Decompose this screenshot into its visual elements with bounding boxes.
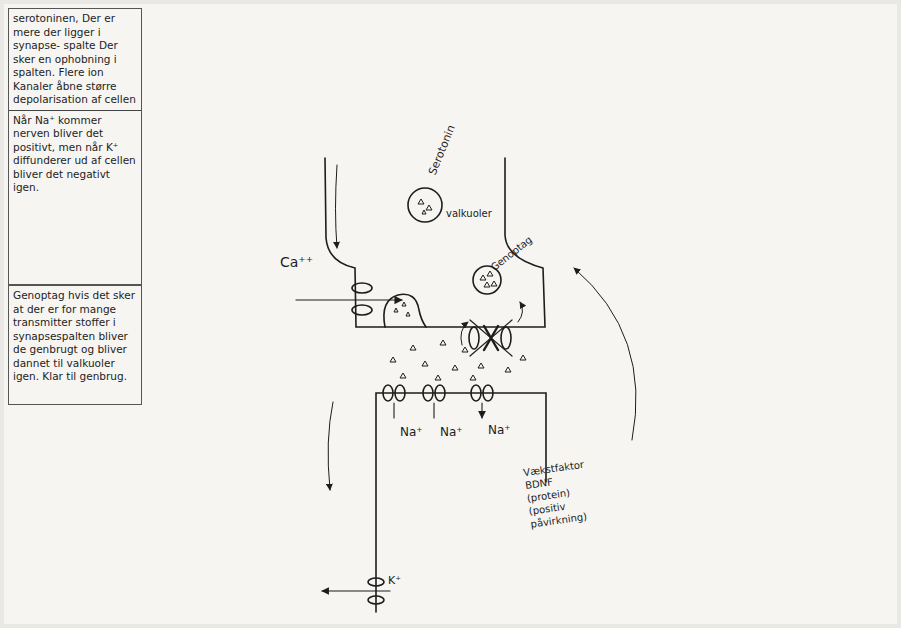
calcium-channel: [352, 283, 372, 293]
calcium-channel: [352, 305, 372, 315]
serotonin-molecule: [418, 199, 432, 214]
note-text: Genoptag hvis det sker at der er for man…: [9, 286, 141, 387]
sodium-channel: [483, 385, 493, 401]
reuptake-transporter: [501, 327, 511, 349]
presynaptic-terminal: [325, 158, 545, 327]
note-text: Når Na⁺ kommer nerven bliver det positiv…: [9, 111, 141, 198]
bdnf-arrow: [574, 268, 636, 440]
serotonin-molecule: [390, 340, 526, 380]
note-box: Genoptag hvis det sker at der er for man…: [8, 285, 142, 405]
annotation-label: Na⁺: [440, 426, 463, 439]
annotation-label: Na⁺: [400, 426, 423, 439]
annotation-label: Genoptag: [488, 233, 535, 273]
reuptake-arrow: [461, 322, 468, 345]
postsynaptic-membrane: [376, 393, 546, 612]
serotonin-molecule: [480, 271, 497, 287]
annotation-label: K⁺: [388, 574, 401, 587]
note-box: serotoninen, Der er mere der ligger i sy…: [8, 8, 142, 285]
calcium-arrow: [296, 299, 402, 300]
sodium-arrow: [394, 403, 482, 418]
blocked-cross: [470, 320, 512, 356]
potassium-channel: [368, 578, 384, 586]
reuptake-arrow: [518, 302, 523, 322]
annotation-label: valkuoler: [446, 207, 492, 220]
signal-arrow: [336, 165, 338, 248]
annotation-label: Vækstfaktor BDNF (protein) (positiv påvi…: [522, 457, 596, 531]
annotation-label: Serotonin: [426, 123, 458, 177]
serotonin-molecule: [394, 302, 410, 316]
potassium-channel: [368, 596, 384, 604]
fusing-vesicle: [384, 294, 426, 327]
vesicle: [408, 188, 442, 222]
sodium-channel: [435, 385, 445, 401]
sodium-channel: [383, 385, 393, 401]
serotonin-molecules: [390, 199, 526, 380]
blocked-cross: [484, 326, 498, 350]
signal-arrow: [328, 402, 333, 490]
sodium-channel: [395, 385, 405, 401]
sodium-channel: [471, 385, 481, 401]
annotation-label: Na⁺: [488, 424, 511, 437]
sodium-channel: [423, 385, 433, 401]
note-text: serotoninen, Der er mere der ligger i sy…: [9, 9, 141, 111]
reuptake-transporter: [469, 327, 479, 349]
potassium-arrow: [322, 590, 390, 591]
annotation-label: Ca⁺⁺: [280, 256, 313, 269]
paper: [4, 4, 897, 624]
